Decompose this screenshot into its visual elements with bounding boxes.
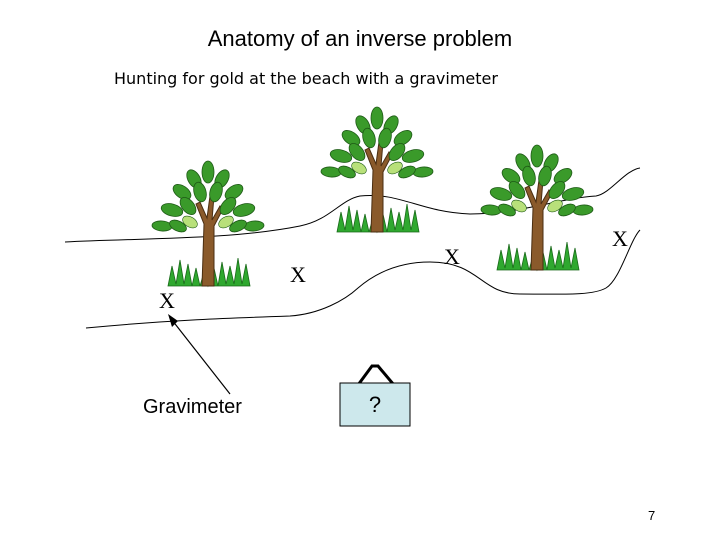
slide-subtitle: Hunting for gold at the beach with a gra… (114, 69, 498, 88)
box-icon (339, 364, 411, 427)
tree-icon (480, 144, 594, 271)
shoreline-upper (64, 167, 641, 243)
measurement-mark: X (159, 288, 175, 313)
arrow-icon (168, 314, 231, 395)
unknown-label: ? (368, 392, 382, 417)
gravimeter-label: Gravimeter (143, 396, 242, 418)
tree-icon (151, 160, 265, 287)
measurement-mark: X (290, 262, 306, 287)
measurement-mark: X (444, 244, 460, 269)
slide-title: Anatomy of an inverse problem (207, 26, 513, 51)
measurement-mark: X (612, 226, 628, 251)
tree-icon (320, 106, 434, 233)
page-number: 7 (648, 508, 656, 523)
shoreline-lower (85, 229, 641, 329)
